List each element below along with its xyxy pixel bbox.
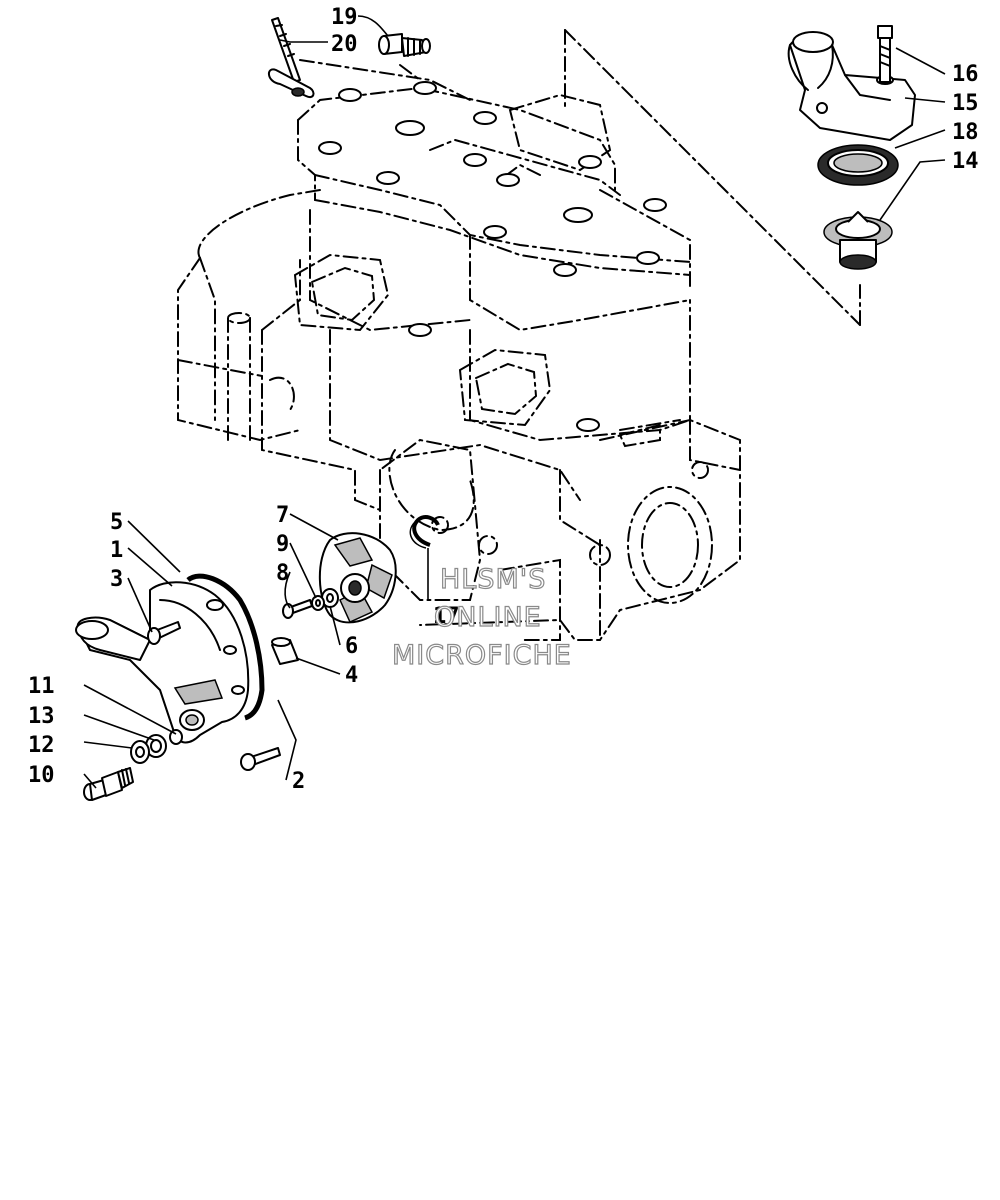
impeller-washer-9	[311, 595, 325, 611]
thermostat-seal-18	[817, 144, 899, 186]
callout-2: 2	[292, 769, 305, 794]
watermark-line-1: HLSM'S	[440, 564, 546, 595]
housing-screw-2	[240, 747, 281, 771]
washer-11	[169, 729, 183, 745]
callout-14: 14	[952, 149, 979, 174]
snap-ring-17	[409, 515, 440, 549]
callout-11: 11	[28, 674, 55, 699]
thermostat-bolt-16	[877, 25, 893, 83]
callout-16: 16	[952, 62, 979, 87]
housing-screw-3	[147, 621, 181, 645]
callout-18: 18	[952, 120, 979, 145]
thermostat-14	[823, 211, 893, 270]
callout-15: 15	[952, 91, 979, 116]
spacer-4	[271, 637, 299, 665]
temp-sensor-19	[378, 33, 431, 57]
leader-lines	[83, 15, 946, 789]
callout-6: 6	[345, 634, 358, 659]
callout-19: 19	[331, 5, 358, 30]
callout-5: 5	[110, 510, 123, 535]
callout-12: 12	[28, 733, 55, 758]
callout-1: 1	[110, 538, 123, 563]
callout-4: 4	[345, 663, 358, 688]
callout-labels: 19 20 16 15 18 14 5 1 3 7 9 8 6 4 17 11 …	[28, 5, 979, 794]
watermark: HLSM'S ONLINE MICROFICHE	[391, 563, 572, 671]
callout-17: 17	[433, 604, 460, 629]
callout-20: 20	[331, 32, 358, 57]
callout-13: 13	[28, 704, 55, 729]
pump-housing-1	[75, 581, 250, 744]
phantom-leader-lines	[299, 29, 861, 326]
watermark-line-2: ONLINE	[434, 602, 542, 633]
impeller-7	[318, 532, 397, 624]
pump-gasket-5	[186, 573, 265, 721]
callout-3: 3	[110, 567, 123, 592]
callout-7: 7	[276, 503, 289, 528]
cylinder-head-bolts	[318, 81, 667, 432]
gasket-13	[145, 734, 167, 758]
cable-tie-20	[268, 17, 315, 98]
engine-phantom-outline	[177, 86, 741, 641]
callout-9: 9	[276, 532, 289, 557]
drain-plug-10	[83, 767, 134, 801]
washer-6	[321, 588, 339, 608]
washer-12	[130, 740, 150, 764]
callout-8: 8	[276, 561, 289, 586]
watermark-line-3: MICROFICHE	[392, 640, 572, 671]
callout-10: 10	[28, 763, 55, 788]
